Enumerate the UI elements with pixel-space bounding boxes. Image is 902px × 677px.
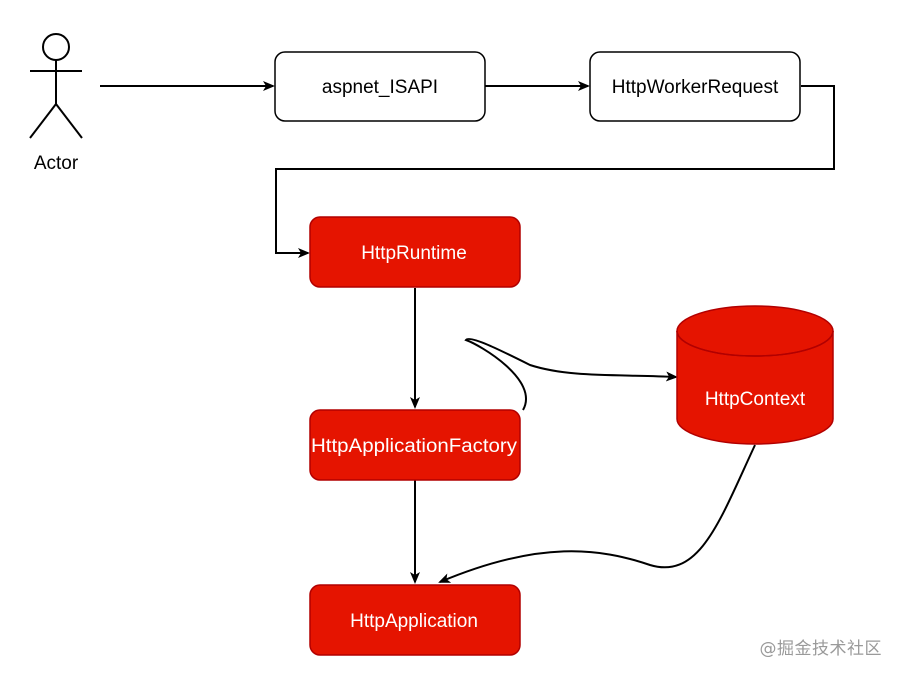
node-httpapplicationfactory[interactable]: HttpApplicationFactory <box>309 409 521 481</box>
node-httpcontext-rim <box>676 330 834 357</box>
node-httpapplication-label: HttpApplication <box>350 611 478 632</box>
node-aspnet-isapi-box <box>274 51 486 122</box>
edges <box>100 81 835 584</box>
node-httpruntime-label: HttpRuntime <box>361 243 467 264</box>
node-httpapplicationfactory-box <box>309 409 521 481</box>
node-httpcontext-body <box>676 331 834 445</box>
node-httpworkerrequest-box <box>589 51 801 122</box>
node-httpapplication[interactable]: HttpApplication <box>309 584 521 656</box>
node-httpapplicationfactory-label: HttpApplicationFactory <box>311 436 518 457</box>
edge-httpworkerrequest-to-httpruntime <box>275 85 835 258</box>
node-httpworkerrequest[interactable]: HttpWorkerRequest <box>589 51 801 122</box>
actor-left-leg <box>29 103 57 139</box>
actor-label: Actor <box>34 153 79 174</box>
actor-right-leg <box>55 103 83 139</box>
node-httpcontext[interactable]: HttpContext <box>676 305 834 445</box>
node-httpruntime-box <box>309 216 521 288</box>
node-httpworkerrequest-label: HttpWorkerRequest <box>612 77 779 98</box>
watermark-text: @掘金技术社区 <box>759 639 882 659</box>
actor-figure <box>29 33 83 139</box>
actor-head <box>42 33 70 61</box>
edge-httpapplicationfactory-to-httpcontext <box>464 338 678 411</box>
node-aspnet-isapi-label: aspnet_ISAPI <box>322 77 438 98</box>
node-httpapplication-box <box>309 584 521 656</box>
node-httpcontext-label: HttpContext <box>705 389 806 410</box>
edge-httpcontext-to-httpapplication <box>438 444 756 583</box>
node-aspnet-isapi[interactable]: aspnet_ISAPI <box>274 51 486 122</box>
node-httpruntime[interactable]: HttpRuntime <box>309 216 521 288</box>
